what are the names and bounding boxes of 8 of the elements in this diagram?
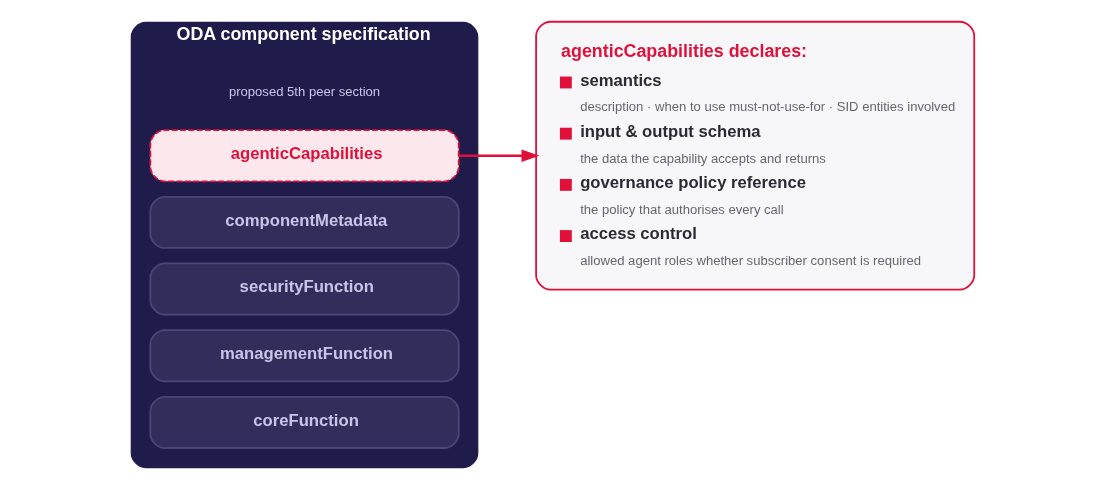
node-box: coreFunction xyxy=(149,395,460,449)
node-box: agenticCapabilities declares: semantics description · when to use must-not-use-for · SID entities involved input & output schema the data the capability accepts and returns governance policy reference the policy that authorises every call access control allowed agent roles whether subscriber consent is required xyxy=(535,20,976,291)
arrow xyxy=(458,149,540,162)
node-box: agenticCapabilities xyxy=(149,129,460,183)
node-box: componentMetadata xyxy=(149,195,460,249)
node-label: proposed 5th peer section xyxy=(228,83,381,99)
node-box: securityFunction xyxy=(149,262,460,316)
node-box: managementFunction xyxy=(149,329,460,383)
